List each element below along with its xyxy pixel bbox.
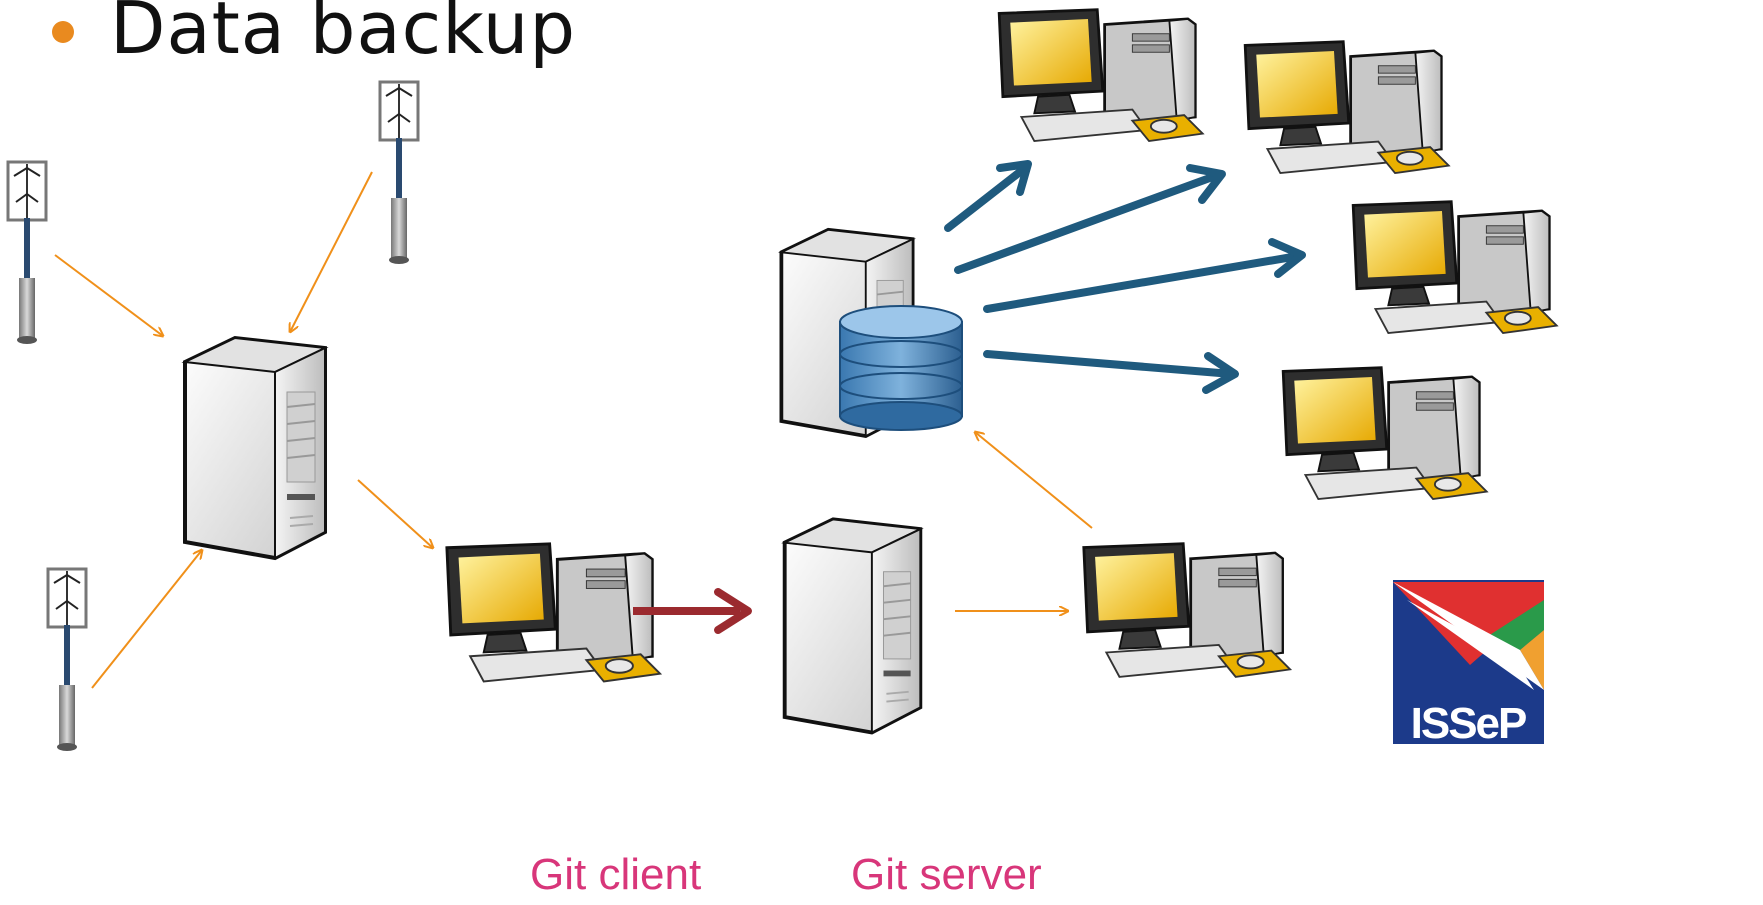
git-client-computer-icon [445,542,662,683]
arrow-station-to-server [54,254,163,336]
weather-station-icon [6,160,48,346]
logo-text: ISSeP [1411,699,1526,748]
issep-logo: ISSeP [1393,580,1544,748]
slide-title: Data backup [52,0,576,70]
arrow-database-to-pc-2 [954,164,1226,274]
arrow-database-to-pc-1 [944,160,1032,232]
git-server-icon [782,517,923,735]
bullet-dot [52,21,74,43]
client-computer-icon [1281,366,1489,501]
title-text: Data backup [110,0,577,70]
arrow-server-to-git-client [357,479,433,548]
weather-station-icon [46,567,88,753]
arrow-pc-to-database [975,432,1093,529]
data-server-icon [185,338,325,558]
git-client-label: Git client [530,850,702,899]
arrow-git-client-to-server [633,588,752,634]
client-computer-icon [997,8,1205,143]
weather-station-icon [378,80,420,266]
arrow-database-to-pc-3 [983,238,1306,313]
client-computer-icon [1082,542,1292,679]
arrow-station-to-server [91,550,202,689]
arrow-station-to-server [290,171,373,332]
arrow-database-to-pc-4 [983,350,1239,394]
client-computer-icon [1351,200,1559,335]
client-computer-icon [1243,40,1451,175]
database-icon [839,305,963,431]
git-server-label: Git server [851,850,1042,899]
